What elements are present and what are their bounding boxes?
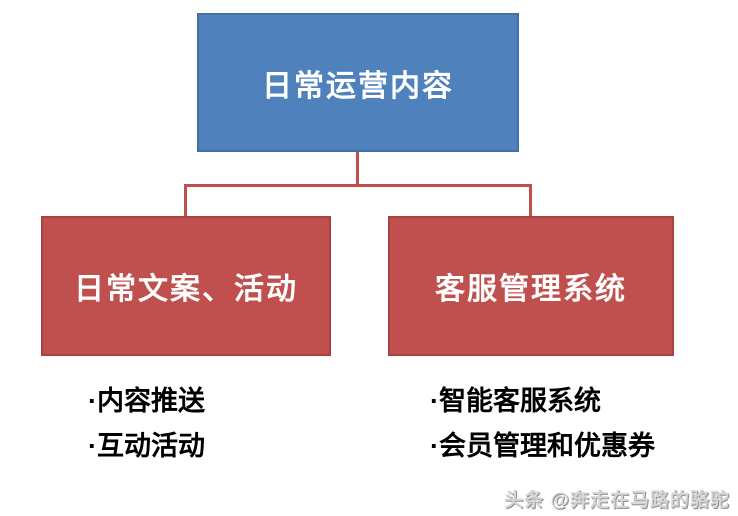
bullet-marker: · [430, 431, 439, 461]
connector-crossbar [184, 184, 532, 187]
bullet-item: ·内容推送 [88, 387, 205, 415]
connector-drop-left [184, 186, 187, 216]
bullet-text: 会员管理和优惠券 [439, 431, 655, 461]
bullet-marker: · [88, 386, 97, 416]
node-child-left: 日常文案、活动 [41, 216, 331, 356]
node-child-right-label: 客服管理系统 [435, 273, 627, 306]
connector-drop-right [529, 186, 532, 216]
bullet-text: 互动活动 [97, 431, 205, 461]
bullet-item: ·智能客服系统 [430, 387, 655, 415]
watermark-text: 头条 @奔走在马路的骆驼 [504, 490, 730, 511]
bullet-item: ·互动活动 [88, 432, 205, 460]
node-child-left-label: 日常文案、活动 [74, 273, 298, 306]
bullet-text: 智能客服系统 [439, 386, 601, 416]
bullet-marker: · [88, 431, 97, 461]
watermark: 头条 @奔走在马路的骆驼 [504, 485, 730, 512]
node-root-label: 日常运营内容 [262, 69, 454, 103]
bullet-list-left: ·内容推送 ·互动活动 [88, 387, 205, 477]
bullet-item: ·会员管理和优惠券 [430, 432, 655, 460]
bullet-marker: · [430, 386, 439, 416]
bullet-list-right: ·智能客服系统 ·会员管理和优惠券 [430, 387, 655, 477]
bullet-text: 内容推送 [97, 386, 205, 416]
connector-root-stem [356, 152, 359, 185]
node-root: 日常运营内容 [197, 13, 519, 152]
node-child-right: 客服管理系统 [388, 216, 674, 356]
